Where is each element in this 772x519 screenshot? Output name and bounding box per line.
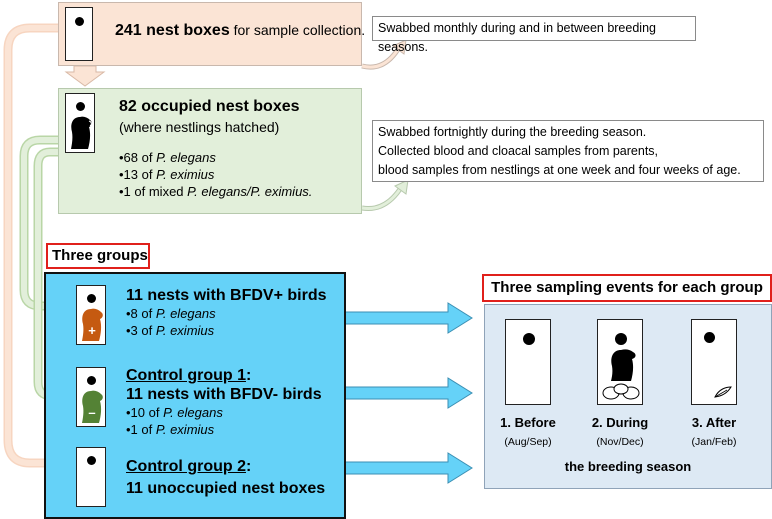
occupied-text: 82 occupied nest boxes (where nestlings … xyxy=(119,97,312,200)
parrot-icon xyxy=(71,116,92,149)
nest-box-icon xyxy=(65,93,95,153)
blue-arrow-2 xyxy=(342,377,473,409)
nest-box-icon xyxy=(597,319,643,405)
species-list-item: •1 of P. eximius xyxy=(126,422,215,437)
event-name: 2. During xyxy=(591,415,649,430)
control-group2-label: Control group 2 xyxy=(126,458,246,475)
negative-sign: – xyxy=(88,405,96,420)
all-nest-boxes-panel: 241 nest boxes for sample collection. xyxy=(58,2,365,66)
group1-text: 11 nests with BFDV+ birds •8 of P. elega… xyxy=(126,286,327,339)
nest-box-purpose: for sample collection. xyxy=(229,22,366,38)
nest-box-icon xyxy=(691,319,737,405)
entrance-hole xyxy=(704,332,715,343)
monthly-swab-note: Swabbed monthly during and in between br… xyxy=(372,16,696,54)
control-group1-label: Control group 1 xyxy=(126,367,246,384)
nest-box-icon: + xyxy=(76,285,106,345)
event-months: (Nov/Dec) xyxy=(596,436,644,448)
entrance-hole xyxy=(615,333,627,345)
feather-icon xyxy=(714,386,732,398)
entrance-hole xyxy=(87,376,96,385)
nest-box-icon xyxy=(65,7,93,61)
entrance-hole xyxy=(523,333,535,345)
parrot-icon xyxy=(611,349,636,381)
nest-box-icon: – xyxy=(76,367,106,427)
note-line: Collected blood and cloacal samples from… xyxy=(378,144,659,158)
three-groups-label: Three groups xyxy=(46,243,150,269)
breeding-season-label: the breeding season xyxy=(564,459,692,474)
species-list-item: •1 of mixed P. elegans/P. eximius. xyxy=(119,184,313,199)
event-after: 3. After (Jan/Feb) xyxy=(675,415,753,448)
species-list-item: •68 of P. elegans xyxy=(119,150,216,165)
all-nest-boxes-text: 241 nest boxes for sample collection. xyxy=(115,22,365,40)
group2-text: Control group 1: 11 nests with BFDV- bir… xyxy=(126,367,322,437)
bfdv-negative-parrot-icon xyxy=(82,390,103,423)
group2-title: 11 nests with BFDV- birds xyxy=(126,386,322,403)
occupied-nest-boxes-panel: 82 occupied nest boxes (where nestlings … xyxy=(58,88,362,214)
blue-arrow-3 xyxy=(342,452,473,484)
species-list-item: •8 of P. elegans xyxy=(126,306,216,321)
fortnightly-swab-note: Swabbed fortnightly during the breeding … xyxy=(372,120,764,182)
nest-box-icon xyxy=(76,447,106,507)
species-list-item: •13 of P. eximius xyxy=(119,167,215,182)
event-during: 2. During (Nov/Dec) xyxy=(581,415,659,448)
positive-sign: + xyxy=(88,323,96,338)
group3-text: Control group 2: 11 unoccupied nest boxe… xyxy=(126,456,325,500)
groups-panel: + 11 nests with BFDV+ birds •8 of P. ele… xyxy=(44,272,346,519)
group3-title: 11 unoccupied nest boxes xyxy=(126,480,326,497)
eggs-icon xyxy=(602,383,640,400)
event-months: (Aug/Sep) xyxy=(504,436,552,448)
group1-title: 11 nests with BFDV+ birds xyxy=(126,287,327,304)
nest-box-icon xyxy=(505,319,551,405)
entrance-hole xyxy=(87,456,96,465)
note-line: Swabbed fortnightly during the breeding … xyxy=(378,125,647,139)
event-name: 3. After xyxy=(691,415,737,430)
entrance-hole xyxy=(76,102,85,111)
monthly-swab-text: Swabbed monthly during and in between br… xyxy=(378,21,656,54)
bfdv-positive-parrot-icon xyxy=(82,308,103,341)
entrance-hole xyxy=(87,294,96,303)
occupied-title: 82 occupied nest boxes xyxy=(119,98,300,115)
species-list-item: •10 of P. elegans xyxy=(126,405,223,420)
note-line: blood samples from nestlings at one week… xyxy=(378,163,741,177)
event-before: 1. Before (Aug/Sep) xyxy=(489,415,567,448)
down-arrow xyxy=(64,65,106,87)
event-name: 1. Before xyxy=(500,415,556,430)
occupied-subtitle: (where nestlings hatched) xyxy=(119,119,280,135)
nest-box-count: 241 nest boxes xyxy=(115,22,230,39)
entrance-hole xyxy=(75,17,84,26)
blue-arrow-1 xyxy=(342,302,473,334)
event-months: (Jan/Feb) xyxy=(691,436,737,448)
sampling-events-panel: 1. Before (Aug/Sep) 2. During (Nov/Dec) … xyxy=(484,304,772,489)
sampling-events-label: Three sampling events for each group xyxy=(482,274,772,302)
species-list-item: •3 of P. eximius xyxy=(126,323,215,338)
